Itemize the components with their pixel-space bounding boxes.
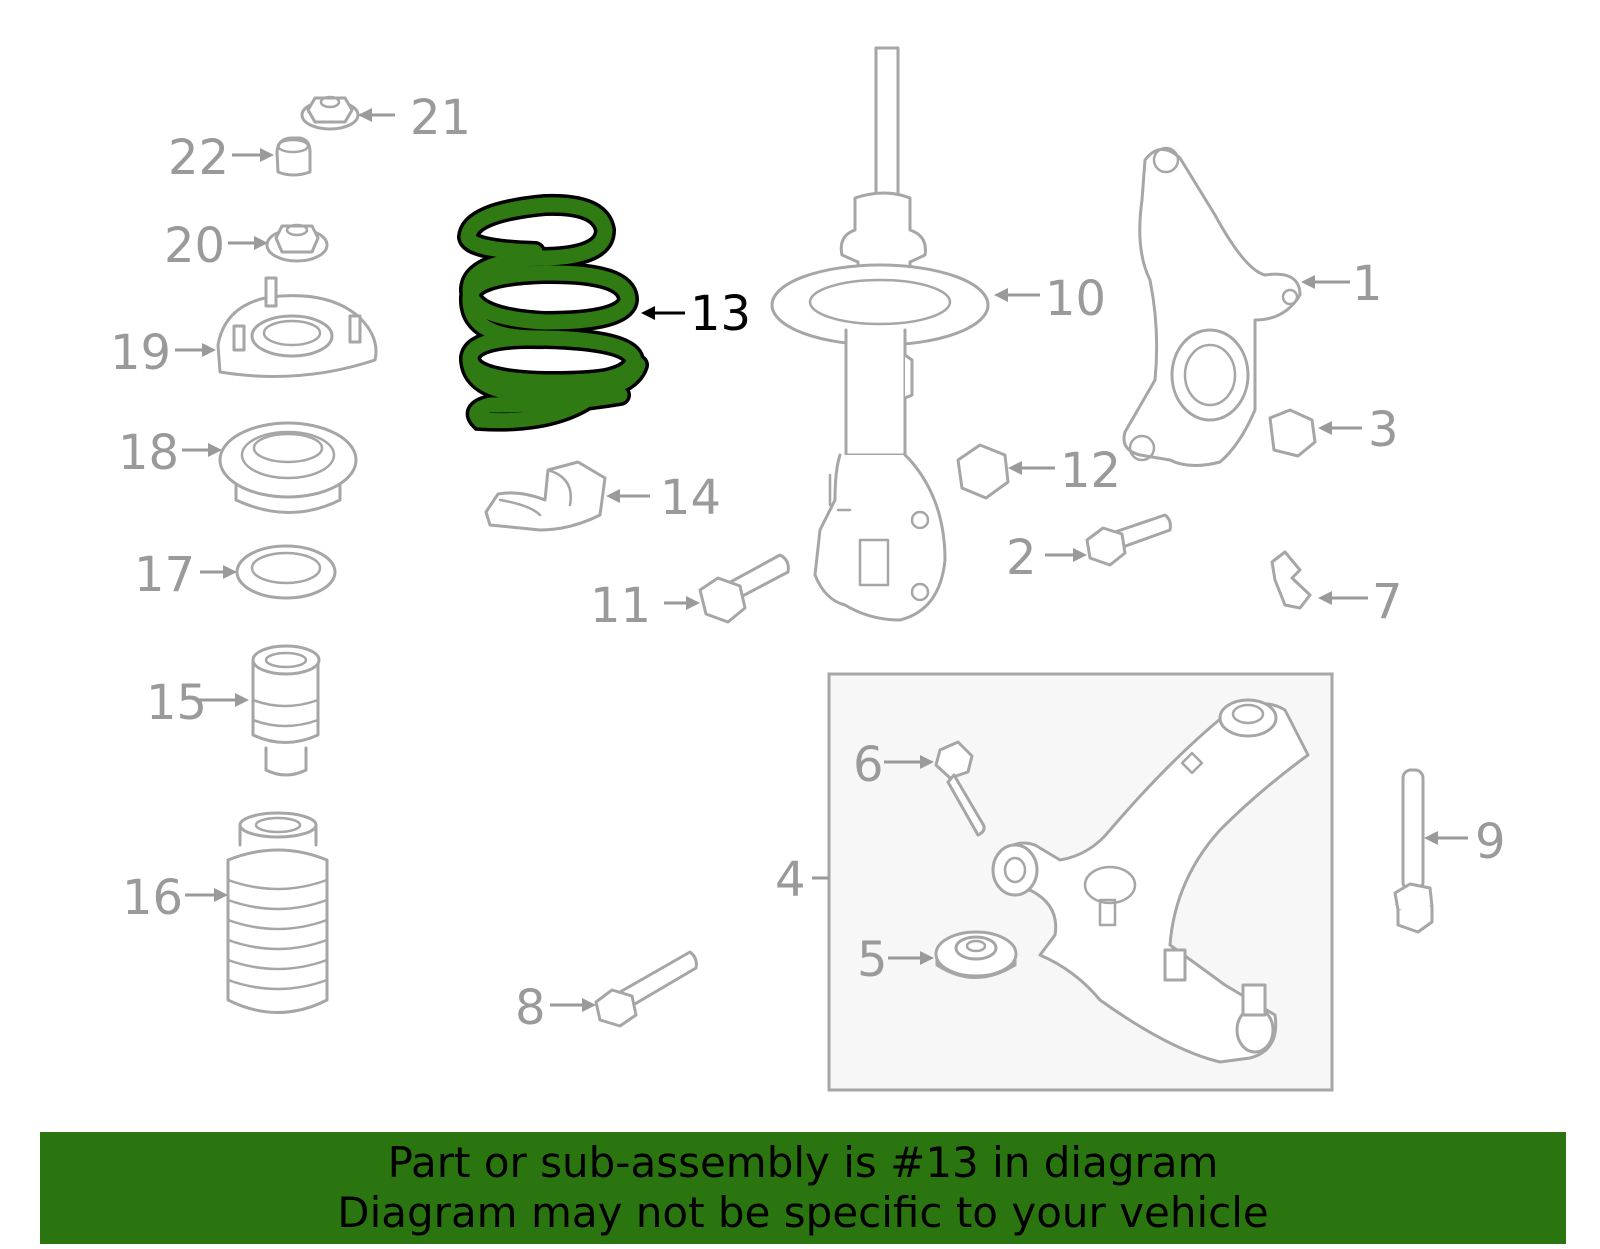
callout-21: 21 [410, 90, 471, 146]
part-21-nut [300, 95, 360, 131]
part-12-nut [956, 443, 1010, 500]
callout-14: 14 [660, 470, 721, 526]
part-15-bump-stop [251, 644, 321, 777]
part-6-bolt [934, 740, 986, 837]
part-17-bearing [235, 544, 337, 600]
callout-6: 6 [853, 737, 884, 793]
callout-5: 5 [857, 932, 888, 988]
callout-20: 20 [164, 218, 225, 274]
banner-line-2: Diagram may not be specific to your vehi… [337, 1188, 1269, 1237]
part-3-nut [1268, 408, 1317, 458]
part-9-bolt [1393, 768, 1434, 934]
part-8-bolt [594, 950, 698, 1028]
callout-8: 8 [515, 980, 546, 1036]
info-banner: Part or sub-assembly is #13 in diagram D… [40, 1132, 1566, 1244]
callout-7: 7 [1372, 574, 1403, 630]
callout-16: 16 [122, 870, 183, 926]
callout-17: 17 [134, 547, 195, 603]
callout-15: 15 [146, 675, 207, 731]
part-19-strut-mount [216, 276, 378, 378]
part-4-lower-control-arm [991, 698, 1310, 1064]
part-18-spring-seat [218, 421, 358, 514]
part-13-coil-spring [456, 193, 649, 432]
part-2-bolt [1085, 513, 1172, 567]
callout-4: 4 [775, 852, 806, 908]
part-11-bolt [698, 553, 790, 624]
part-14-insulator [484, 460, 607, 532]
callout-10: 10 [1045, 271, 1106, 327]
part-5-bushing [934, 930, 1018, 979]
callout-11: 11 [590, 578, 651, 634]
callout-13: 13 [690, 286, 751, 342]
callout-19: 19 [110, 325, 171, 381]
part-10-strut [770, 46, 990, 622]
callout-2: 2 [1006, 530, 1037, 586]
part-7-clip [1270, 550, 1312, 610]
part-16-dust-boot [226, 811, 329, 1014]
callout-9: 9 [1475, 814, 1506, 870]
callout-1: 1 [1352, 256, 1383, 312]
callout-3: 3 [1368, 402, 1399, 458]
part-20-nut [265, 223, 329, 263]
callout-22: 22 [168, 130, 229, 186]
banner-line-1: Part or sub-assembly is #13 in diagram [387, 1138, 1219, 1187]
callout-18: 18 [118, 425, 179, 481]
part-1-knuckle [1122, 146, 1302, 467]
part-22-cap [275, 136, 312, 177]
callout-12: 12 [1060, 443, 1121, 499]
